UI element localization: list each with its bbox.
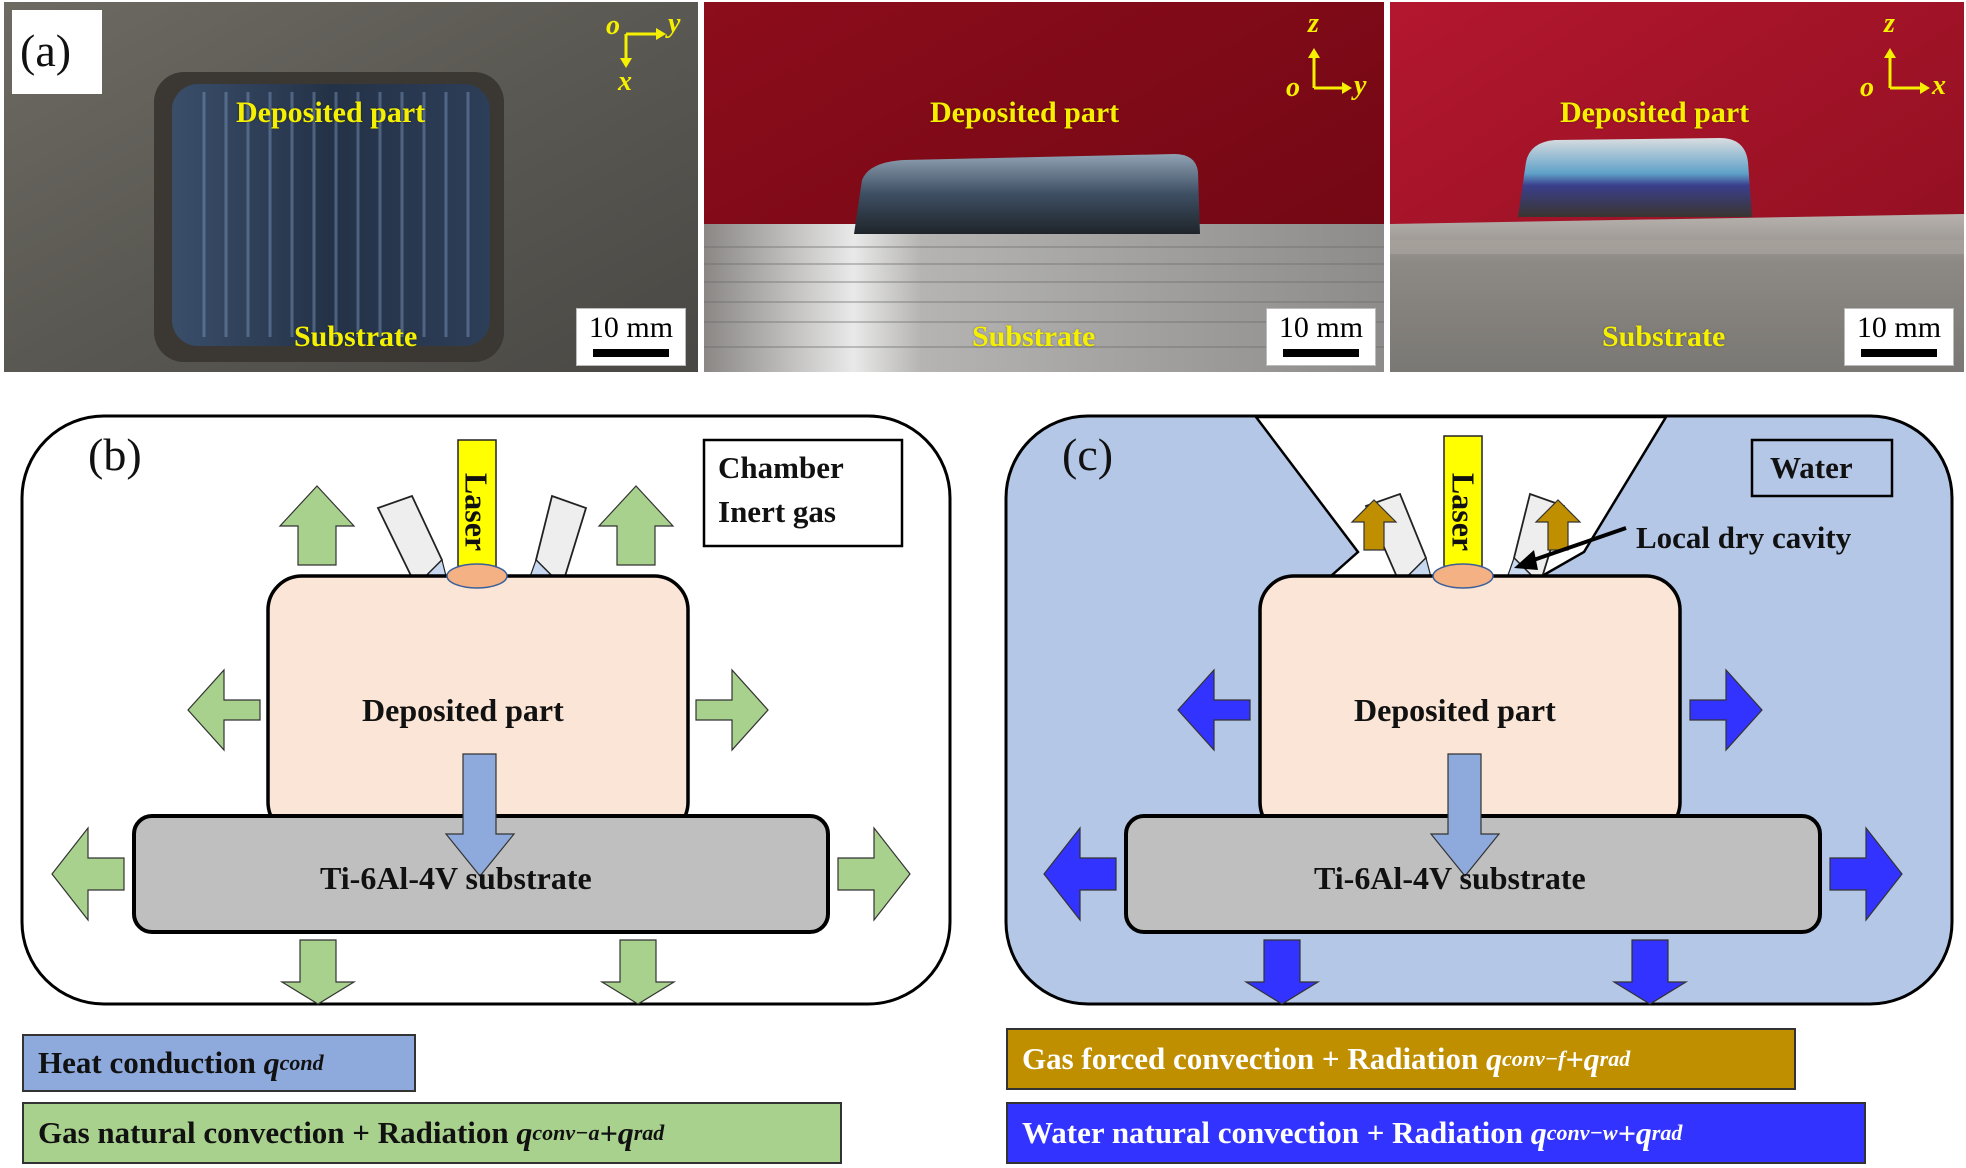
axis-vertical-label: z [1884, 8, 1895, 39]
panel-c-diagram [1004, 414, 1954, 1006]
gas-forced-arrow-up-icon [1350, 499, 1398, 551]
legend-suffix-symbol: +q [1617, 1114, 1652, 1151]
scale-bar: 10 mm [1844, 308, 1954, 366]
legend-subscript: conv−a [532, 1120, 600, 1145]
legend-text: Gas natural convection + Radiation [38, 1115, 509, 1150]
scale-bar-line [593, 349, 669, 357]
cavity-label: Local dry cavity [1636, 520, 1852, 555]
deposited-part-label: Deposited part [236, 96, 426, 129]
axis-triad-icon: z o x [1860, 8, 1960, 110]
water-arrow-right-icon [1689, 668, 1763, 752]
deposited-part-label: Deposited part [1354, 692, 1556, 728]
legend-suffix-symbol: +q [599, 1114, 634, 1151]
deposited-part-label: Deposited part [930, 96, 1120, 129]
legend-suffix-symbol: +q [1565, 1040, 1600, 1077]
gas-natural-arrow-down-icon [279, 939, 357, 1005]
axis-origin-label: o [1860, 72, 1874, 103]
legend-suffix-subscript: rad [1599, 1046, 1631, 1071]
deposited-part-label: Deposited part [362, 692, 564, 728]
photo-front-view-image [1390, 2, 1964, 372]
conduction-arrow-icon [1429, 753, 1501, 877]
panel-a-label-box: (a) [12, 10, 102, 94]
gas-natural-arrow-down-icon [599, 939, 677, 1005]
water-arrow-down-icon [1243, 939, 1321, 1005]
substrate-label: Substrate [1602, 320, 1726, 353]
substrate-label: Ti-6Al-4V substrate [320, 860, 592, 896]
axis-vertical-label: x [618, 66, 632, 97]
legend-suffix-subscript: rad [633, 1120, 665, 1145]
panel-b-label: (b) [88, 429, 142, 480]
scale-bar-label: 10 mm [588, 311, 674, 344]
gas-natural-arrow-up-icon [597, 485, 675, 566]
legend-text: Heat conduction [38, 1045, 256, 1080]
environment-label-box [1750, 438, 1894, 498]
conduction-arrow-icon [444, 753, 516, 877]
melt-pool [1432, 563, 1494, 589]
water-arrow-down-icon [1611, 939, 1689, 1005]
legend-symbol: q [1486, 1040, 1502, 1077]
panel-a-label: (a) [20, 25, 72, 76]
water-arrow-right-icon [1829, 826, 1903, 922]
environment-label-line1: Chamber [718, 450, 844, 485]
water-arrow-left-icon [1043, 826, 1117, 922]
legend-text: Gas forced convection + Radiation [1022, 1041, 1479, 1076]
substrate-label: Substrate [294, 320, 418, 353]
gas-natural-arrow-left-icon [51, 826, 125, 922]
substrate-label: Ti-6Al-4V substrate [1314, 860, 1586, 896]
scale-bar: 10 mm [1266, 308, 1376, 366]
axis-horizontal-label: y [1354, 70, 1367, 101]
melt-pool [446, 563, 508, 589]
axis-origin-label: o [606, 10, 620, 41]
deposited-part-label: Deposited part [1560, 96, 1750, 129]
water-arrow-left-icon [1177, 668, 1251, 752]
legend-subscript: conv−w [1546, 1120, 1618, 1145]
legend-symbol: q [263, 1044, 280, 1081]
axis-horizontal-label: y [668, 8, 681, 39]
legend-subscript: conv−f [1502, 1046, 1566, 1071]
legend-symbol: q [1530, 1114, 1547, 1151]
cavity-pointer-arrow [1521, 526, 1627, 566]
axis-horizontal-label: x [1932, 70, 1946, 101]
panel-b-diagram [20, 414, 952, 1006]
panel-c-label: (c) [1062, 429, 1114, 480]
legend-subscript: cond [279, 1050, 324, 1075]
legend-symbol: q [516, 1114, 533, 1151]
scale-bar-label: 10 mm [1856, 311, 1942, 344]
scale-bar-line [1861, 349, 1937, 357]
scale-bar-line [1283, 349, 1359, 357]
environment-label-box [702, 438, 904, 548]
photo-front-view: Deposited part Substrate z o x 10 mm [1390, 2, 1964, 372]
environment-label-line2: Inert gas [718, 494, 836, 529]
photo-top-view: (a) Deposited part Substrate o y x 10 mm [4, 2, 698, 372]
cavity-pointer-arrowhead-icon [1514, 550, 1538, 570]
laser-label: Laser [458, 472, 495, 552]
photo-side-view: Deposited part Substrate z o y 10 mm [704, 2, 1384, 372]
scale-bar: 10 mm [576, 308, 686, 366]
axis-triad-icon: o y x [604, 8, 694, 100]
legend-text: Water natural convection + Radiation [1022, 1115, 1524, 1150]
gas-natural-arrow-left-icon [187, 668, 261, 752]
scale-bar-label: 10 mm [1278, 311, 1364, 344]
laser-label: Laser [1445, 472, 1482, 552]
photo-top-view-image [4, 2, 698, 372]
gas-forced-arrow-up-icon [1534, 499, 1582, 551]
axis-vertical-label: z [1308, 8, 1319, 39]
gas-natural-arrow-up-icon [278, 485, 356, 566]
substrate-label: Substrate [972, 320, 1096, 353]
axis-origin-label: o [1286, 72, 1300, 103]
axis-triad-icon: z o y [1286, 8, 1382, 110]
environment-label: Water [1770, 450, 1853, 485]
photo-side-view-image [704, 2, 1384, 372]
gas-natural-arrow-right-icon [695, 668, 769, 752]
legend-suffix-subscript: rad [1651, 1120, 1683, 1145]
gas-natural-arrow-right-icon [837, 826, 911, 922]
